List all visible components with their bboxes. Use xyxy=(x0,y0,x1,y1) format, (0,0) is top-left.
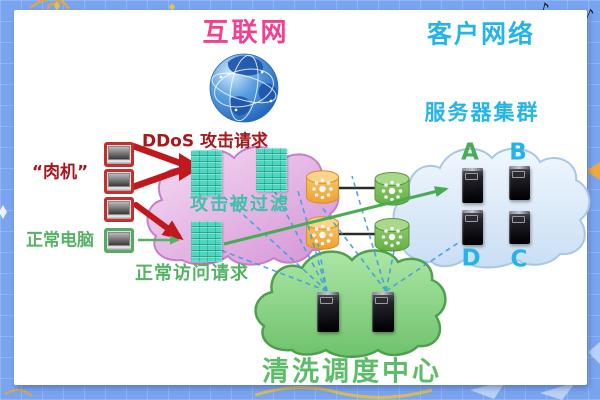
sparkle-icon xyxy=(169,3,175,11)
firewall-icon xyxy=(256,148,287,192)
zombie-pc-icon xyxy=(104,142,134,167)
ddos-attack-label: DDoS 攻击请求 xyxy=(141,131,269,152)
normal-pc-label: 正常电脑 xyxy=(26,230,94,251)
internet-globe-icon xyxy=(209,53,279,123)
sparkle-icon xyxy=(54,1,60,11)
customer-network-cloud xyxy=(392,147,591,269)
attack-filtered-label: 攻击被过滤 xyxy=(190,194,290,215)
normal-pc-icon xyxy=(104,228,134,253)
orange-router-icon xyxy=(306,170,339,204)
node-label-c: C xyxy=(510,246,528,273)
paper-plane-decoration xyxy=(470,342,600,400)
firewall-icon xyxy=(191,221,222,262)
green-router-icon xyxy=(374,172,410,206)
scrub-server-icon xyxy=(372,292,394,332)
gold-wave-decoration xyxy=(254,386,433,399)
scrubbing-center-title: 清洗调度中心 xyxy=(262,356,442,388)
internet-title: 互联网 xyxy=(202,18,290,48)
server-icon-b xyxy=(509,166,530,200)
firewall-icon xyxy=(191,150,222,196)
zombie-machines-label: “肉机” xyxy=(31,162,89,183)
scrubbing-center-cloud xyxy=(254,249,447,358)
zombie-pc-icon xyxy=(104,169,134,194)
attack-arrow xyxy=(129,142,185,191)
attack-arrow xyxy=(133,202,184,241)
zombie-pc-icon xyxy=(104,197,134,222)
server-icon-a xyxy=(462,168,483,203)
customer-network-title: 客户网络 xyxy=(426,19,536,49)
router-link-line xyxy=(335,186,378,236)
normal-request-label: 正常访问请求 xyxy=(135,263,249,284)
green-router-icon xyxy=(374,218,410,252)
node-label-b: B xyxy=(509,139,527,166)
server-icon-d xyxy=(462,210,483,245)
yellow-arrow-decoration xyxy=(586,162,600,180)
server-cluster-title: 服务器集群 xyxy=(424,100,540,125)
node-label-d: D xyxy=(461,245,481,272)
gold-swirl-icon xyxy=(4,389,33,397)
orange-router-icon xyxy=(306,216,339,250)
clean-traffic-arrow xyxy=(223,186,449,246)
server-icon-c xyxy=(509,211,530,244)
sparkle-icon xyxy=(0,205,7,219)
attack-arrowhead xyxy=(179,153,202,181)
node-label-a: A xyxy=(461,139,479,166)
scrub-server-icon xyxy=(317,292,339,332)
